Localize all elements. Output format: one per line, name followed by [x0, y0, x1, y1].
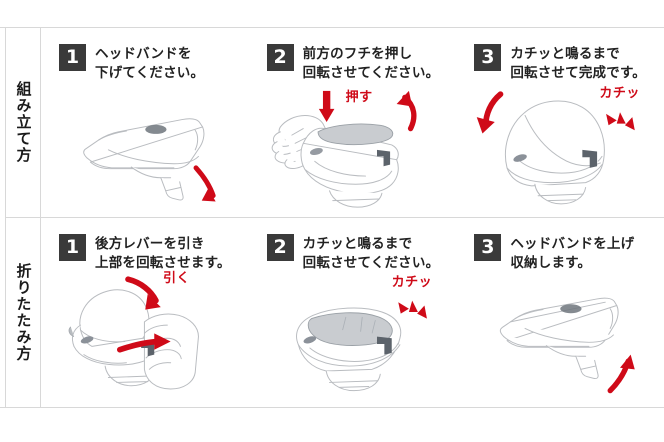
- step-instruction-text: カチッと鳴るまで 回転させてください。: [302, 236, 440, 271]
- section-label-assembly-text: 組み立て方: [14, 81, 33, 164]
- illustration-assembled-helmet: [456, 86, 664, 217]
- helmet-front-brim: [317, 123, 393, 146]
- step-instruction-text: ヘッドバンドを上げ 収納します。: [510, 236, 635, 271]
- step-instruction-text: カチッと鳴るまで 回転させて完成です。: [510, 46, 646, 81]
- annotation-push-label: 押す: [345, 90, 373, 105]
- helmet-vent-detail: [560, 304, 582, 314]
- helmet-inner-shell: [307, 312, 393, 346]
- press-down-arrow: [318, 90, 335, 123]
- section-label-folding: 折りたたみ方: [6, 218, 41, 407]
- helmet-rear-lever: [582, 149, 598, 168]
- step-panel-folding-3: 3 ヘッドバンドを上げ 収納します。: [456, 218, 664, 407]
- step-instruction-text: ヘッドバンドを 下げてください。: [95, 46, 205, 81]
- step-number-badge: 1: [59, 44, 86, 71]
- step-panel-assembly-1: 1 ヘッドバンドを 下げてください。: [41, 28, 249, 217]
- step-header-folding-3: 3 ヘッドバンドを上げ 収納します。: [474, 234, 634, 272]
- pull-arrow: [116, 333, 171, 353]
- illustration-flat-folded-helmet: [456, 276, 664, 407]
- click-burst: [606, 112, 636, 131]
- illustration-hand-pulling-rear-lever: [41, 276, 249, 407]
- section-label-assembly: 組み立て方: [6, 28, 41, 217]
- rotation-arrow-shaft: [193, 165, 216, 199]
- helmet-rear-lever: [376, 149, 390, 167]
- helmet-rear-lever: [376, 336, 392, 355]
- rotate-over-arrow: [125, 276, 161, 310]
- step-panel-folding-2: 2 カチッと鳴るまで 回転させてください。: [249, 218, 457, 407]
- step-number-badge: 1: [59, 234, 86, 261]
- lift-up-arrow: [607, 354, 636, 394]
- folding-panels: 1 後方レバーを引き 上部を回転させます。: [41, 218, 664, 407]
- illustration-collapsing-helmet: [249, 276, 457, 407]
- rotation-arrow-head: [201, 188, 216, 202]
- helmet-vent-detail: [513, 154, 528, 162]
- section-label-folding-text: 折りたたみ方: [14, 263, 33, 362]
- step-number-badge: 2: [266, 234, 294, 261]
- illustration-folded-helmet-side-view: [41, 86, 249, 217]
- annotation-click-label: カチッ: [391, 275, 433, 290]
- assembly-panels: 1 ヘッドバンドを 下げてください。: [41, 28, 664, 217]
- step-panel-folding-1: 1 後方レバーを引き 上部を回転させます。: [41, 218, 249, 407]
- instruction-sheet: 組み立て方 1 ヘッドバンドを 下げてください。: [0, 27, 664, 408]
- helmet-vent-detail: [309, 147, 323, 156]
- click-burst: [397, 300, 427, 319]
- rotation-arrow: [477, 91, 504, 134]
- illustration-hand-pressing-front-brim: [249, 86, 457, 217]
- step-number-badge: 2: [266, 44, 294, 71]
- step-instruction-text: 後方レバーを引き 上部を回転させます。: [95, 236, 231, 271]
- step-header-assembly-2: 2 前方のフチを押し 回転させてください。: [266, 44, 440, 82]
- helmet-vent-detail: [303, 336, 316, 344]
- step-header-folding-2: 2 カチッと鳴るまで 回転させてください。: [266, 234, 440, 272]
- sheet-inner: 組み立て方 1 ヘッドバンドを 下げてください。: [5, 28, 664, 407]
- step-header-folding-1: 1 後方レバーを引き 上部を回転させます。: [59, 234, 231, 272]
- annotation-click-label: カチッ: [599, 86, 640, 101]
- step-header-assembly-1: 1 ヘッドバンドを 下げてください。: [59, 44, 204, 82]
- step-number-badge: 3: [474, 234, 502, 261]
- step-header-assembly-3: 3 カチッと鳴るまで 回転させて完成です。: [474, 44, 646, 82]
- section-assembly: 組み立て方 1 ヘッドバンドを 下げてください。: [6, 28, 664, 218]
- helmet-vent-detail: [80, 336, 94, 344]
- step-panel-assembly-2: 2 前方のフチを押し 回転させてください。: [249, 28, 457, 217]
- step-instruction-text: 前方のフチを押し 回転させてください。: [302, 46, 440, 81]
- step-panel-assembly-3: 3 カチッと鳴るまで 回転させて完成です。: [456, 28, 664, 217]
- section-folding: 折りたたみ方 1 後方レバーを引き 上部を回転させます。: [6, 218, 664, 407]
- step-number-badge: 3: [474, 44, 502, 71]
- rotate-up-arrow: [396, 90, 417, 132]
- annotation-pull-label: 引く: [163, 271, 191, 286]
- helmet-vent-detail: [145, 124, 167, 134]
